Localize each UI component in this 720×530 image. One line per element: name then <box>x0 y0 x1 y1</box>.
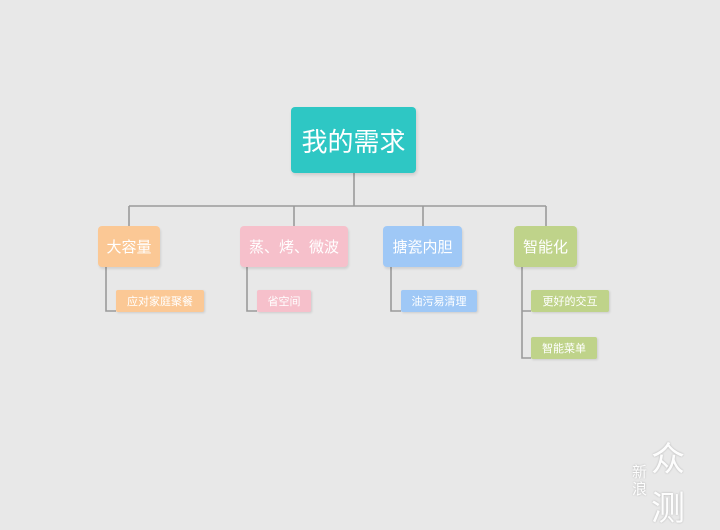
leaf-node-better-interaction[interactable]: 更好的交互 <box>531 290 609 312</box>
leaf-node-family-dinner[interactable]: 应对家庭聚餐 <box>116 290 204 312</box>
leaf-connector-3 <box>390 267 401 312</box>
leaf-node-smart-menu[interactable]: 智能菜单 <box>531 337 597 359</box>
watermark-text: 众测 <box>651 440 687 529</box>
category-node-enamel-liner[interactable]: 搪瓷内胆 <box>383 226 462 267</box>
leaf-connector-4 <box>521 267 531 359</box>
watermark-char-top: 新 <box>632 463 648 481</box>
leaf-node-space-saving[interactable]: 省空间 <box>257 290 311 312</box>
watermark-logo: 新 浪 众测 <box>632 432 720 530</box>
category-node-smart[interactable]: 智能化 <box>514 226 577 267</box>
watermark-char-bottom: 浪 <box>632 480 648 498</box>
leaf-connector-1 <box>105 267 116 312</box>
root-node[interactable]: 我的需求 <box>291 107 416 173</box>
leaf-node-easy-clean[interactable]: 油污易清理 <box>401 290 477 312</box>
category-node-steam-bake-microwave[interactable]: 蒸、烤、微波 <box>240 226 348 267</box>
leaf-connector-2 <box>246 267 257 312</box>
category-node-capacity[interactable]: 大容量 <box>98 226 160 267</box>
connector-lines <box>105 173 547 359</box>
